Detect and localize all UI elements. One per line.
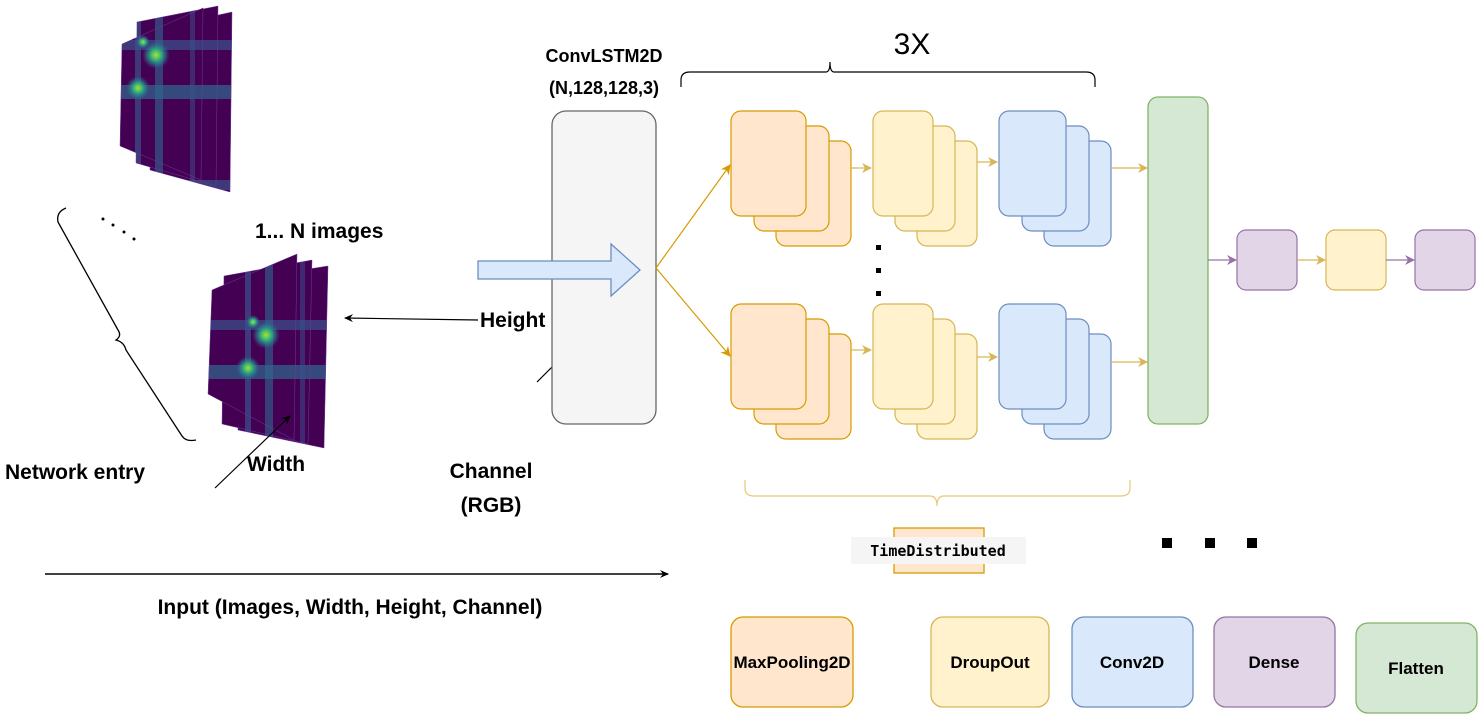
legend-item-conv2d: Conv2D	[1071, 616, 1194, 708]
image-stack-top	[119, 5, 233, 193]
vertical-ellipsis	[876, 245, 881, 296]
image-stack-bottom	[207, 253, 329, 449]
legend-label: Dense	[1248, 653, 1299, 672]
branch-arrow-top	[655, 164, 731, 269]
time-distributed-brace	[744, 480, 1131, 507]
channel-label: Channel	[450, 460, 533, 483]
legend-label: DroupOut	[950, 653, 1030, 672]
repeat-brace	[680, 61, 1096, 87]
dense-block-1[interactable]	[1236, 229, 1298, 291]
branch-top	[730, 110, 1148, 247]
network-entry-label: Network entry	[5, 461, 145, 484]
height-label: Height	[480, 309, 545, 332]
legend-label: MaxPooling2D	[733, 653, 850, 672]
horizontal-ellipsis	[1162, 538, 1257, 548]
conv2d-stack-bottom	[998, 303, 1112, 440]
dropout-stack-bottom	[872, 303, 978, 440]
dense-block-2[interactable]	[1414, 229, 1476, 291]
input-caption: Input (Images, Width, Height, Channel)	[158, 596, 543, 619]
width-arrow	[214, 415, 291, 489]
ellipsis-dots	[101, 217, 136, 241]
maxpool-stack-top	[730, 110, 852, 247]
repeat-label: 3X	[894, 28, 931, 61]
maxpool-stack-bottom	[730, 303, 852, 440]
branch-arrow-bottom	[655, 267, 731, 357]
legend-label: Conv2D	[1100, 653, 1164, 672]
legend-label: Flatten	[1388, 659, 1444, 678]
conv2d-stack-top	[998, 110, 1112, 247]
channel-rgb-label: (RGB)	[461, 494, 522, 517]
height-arrow	[344, 314, 479, 323]
input-flow-arrow	[477, 242, 641, 298]
legend-item-dropout: DroupOut	[930, 616, 1050, 708]
dropout-stack-top	[872, 110, 978, 247]
legend-item-flatten: Flatten	[1355, 622, 1478, 714]
legend: MaxPooling2D DroupOut Conv2D Dense Flatt…	[730, 616, 1478, 714]
time-distributed-label: TimeDistributed	[870, 542, 1005, 560]
images-brace	[57, 207, 197, 442]
legend-item-maxpooling2d: MaxPooling2D	[730, 616, 854, 708]
convlstm-shape: (N,128,128,3)	[549, 78, 659, 98]
branch-bottom	[730, 303, 1148, 440]
time-distributed-label-bg	[851, 537, 1026, 564]
convlstm-title: ConvLSTM2D	[546, 46, 663, 66]
legend-item-dense: Dense	[1213, 616, 1336, 708]
flatten-block[interactable]	[1147, 96, 1209, 425]
n-images-label: 1... N images	[255, 220, 383, 243]
dropout-block[interactable]	[1325, 229, 1387, 291]
width-label: Width	[247, 453, 305, 476]
